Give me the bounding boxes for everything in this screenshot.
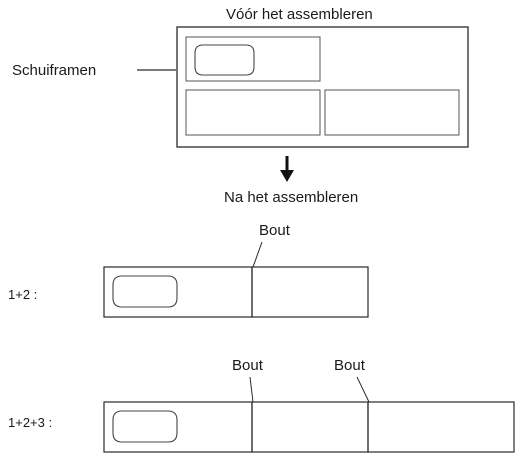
sliding-frames-label: Schuiframen bbox=[12, 62, 97, 79]
bolt-label-right: Bout bbox=[334, 357, 365, 374]
bolt-leader-left bbox=[249, 376, 254, 403]
handle-icon bbox=[112, 275, 178, 308]
handle-icon bbox=[112, 410, 178, 443]
assembled-frame-1 bbox=[103, 266, 253, 318]
frame-3 bbox=[324, 89, 460, 136]
before-title: Vóór het assembleren bbox=[226, 6, 373, 23]
frame-2 bbox=[185, 89, 321, 136]
handle-icon bbox=[194, 44, 255, 76]
before-outer-box bbox=[176, 26, 469, 148]
assembled-frame-1b bbox=[103, 401, 253, 453]
assembled-frame-2b bbox=[251, 401, 369, 453]
bolt-label: Bout bbox=[259, 222, 290, 239]
after-title: Na het assembleren bbox=[224, 189, 359, 206]
bolt-leader-right bbox=[356, 376, 370, 403]
assembly-1-2-3-label: 1+2+3 : bbox=[8, 415, 53, 430]
bolt-leader bbox=[252, 241, 263, 268]
frame-1 bbox=[185, 36, 321, 82]
bolt-label-left: Bout bbox=[232, 357, 263, 374]
arrow-down-icon bbox=[280, 156, 294, 182]
assembled-frame-2 bbox=[251, 266, 369, 318]
assembled-frame-3 bbox=[367, 401, 515, 453]
assembly-1-2-label: 1+2 : bbox=[8, 287, 38, 302]
